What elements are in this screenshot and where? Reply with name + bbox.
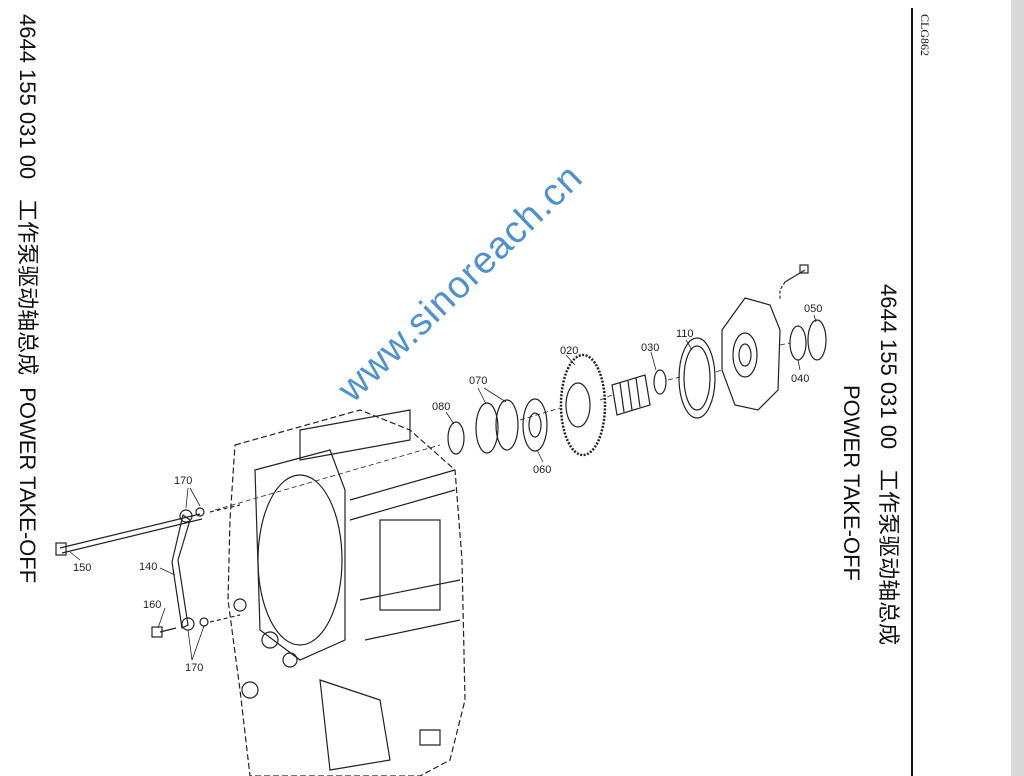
cover	[721, 297, 781, 411]
callout-070: 070	[469, 375, 487, 387]
callout-040: 040	[791, 373, 809, 385]
ring-080	[447, 421, 465, 455]
callout-060: 060	[533, 464, 551, 476]
margin-rule	[911, 8, 913, 776]
callout-020: 020	[560, 345, 578, 357]
bolt-150	[55, 513, 203, 556]
screw	[779, 264, 809, 300]
shaft-030	[611, 369, 667, 416]
callout-170a: 170	[174, 475, 192, 487]
bearing-060	[522, 398, 548, 452]
callout-110: 110	[676, 328, 694, 340]
callout-050: 050	[804, 303, 822, 315]
gear-020	[559, 353, 607, 457]
gasket-110	[678, 337, 716, 419]
callout-030: 030	[641, 342, 659, 354]
transmission-housing	[227, 409, 466, 776]
callout-170b: 170	[185, 662, 203, 674]
ring-070a	[475, 402, 499, 454]
callout-160: 160	[143, 599, 161, 611]
page-edge-strip	[1011, 0, 1024, 776]
callout-150: 150	[73, 562, 91, 574]
callout-140: 140	[139, 561, 157, 573]
callout-080: 080	[432, 401, 450, 413]
bracket-140	[151, 504, 241, 638]
ring-070b	[495, 399, 519, 451]
seal-040	[789, 325, 807, 361]
ring-050	[807, 319, 827, 361]
